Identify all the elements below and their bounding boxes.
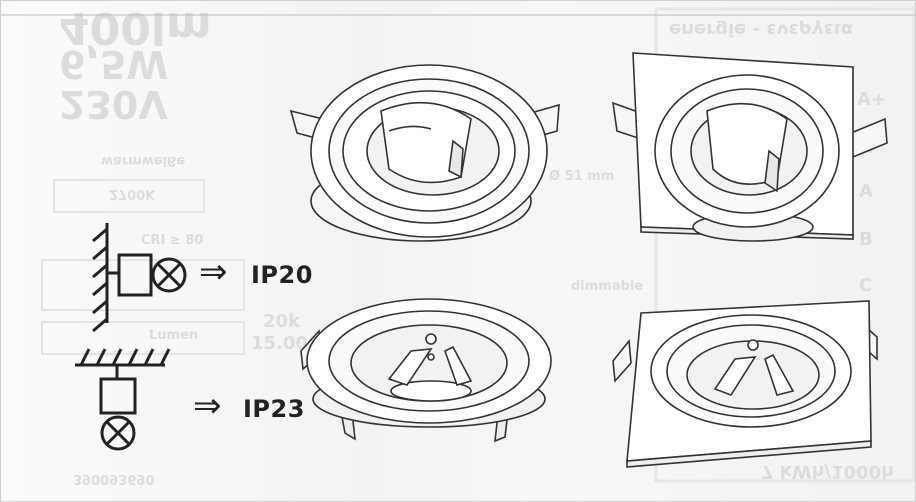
- ghost-energy-class-2: A: [859, 181, 873, 202]
- ghost-diameter: Ø 51 mm: [549, 169, 615, 184]
- round-downlight-bottom: [300, 298, 552, 443]
- round-downlight-top: [289, 64, 560, 242]
- ghost-box-lumen: [41, 321, 245, 355]
- ghost-lifetime: 20k: [263, 311, 301, 332]
- ghost-box-range: [41, 259, 245, 311]
- ip20-arrow: ⇒: [199, 252, 228, 292]
- ghost-energy-class-3: B: [859, 229, 873, 250]
- ip20-label: IP20: [251, 261, 313, 289]
- ghost-lumen-label: Lumen: [149, 328, 199, 343]
- ip23-label: IP23: [243, 395, 305, 423]
- ip23-arrow: ⇒: [193, 386, 222, 426]
- ghost-box-colortemp: [53, 179, 205, 213]
- ghost-energy-class-4: C: [859, 275, 873, 296]
- ghost-dimmable: dimmable: [571, 279, 644, 294]
- ip20-wall-symbol: [92, 223, 187, 333]
- square-downlight-top: [612, 52, 888, 242]
- square-downlight-bottom: [612, 300, 878, 468]
- ghost-energy-label-frame: [654, 7, 915, 483]
- ip23-ceiling-symbol: [75, 348, 171, 451]
- ghost-cri: CRI ≥ 80: [141, 233, 204, 248]
- ghost-energy-class-0: A+: [857, 89, 887, 110]
